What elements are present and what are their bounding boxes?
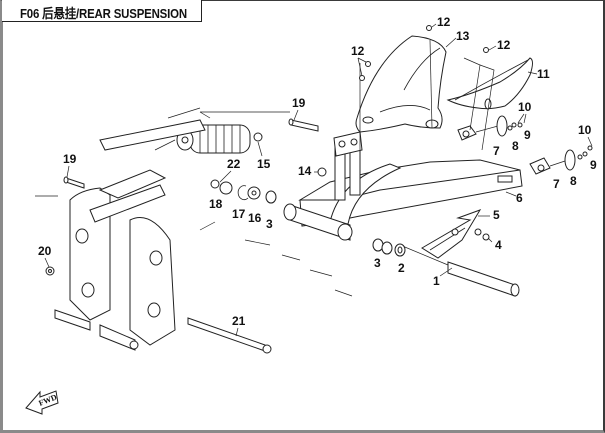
callout-20: 20 bbox=[38, 244, 52, 258]
reference-lines bbox=[35, 39, 495, 297]
rear-mudguard-part bbox=[355, 35, 447, 133]
bolt-19-upper-part bbox=[288, 118, 319, 132]
callout-12c: 12 bbox=[497, 38, 511, 52]
page-title: F06 后悬挂/REAR SUSPENSION bbox=[20, 6, 187, 21]
forward-direction-arrow-icon: FWD bbox=[25, 390, 59, 415]
chain-slider-part bbox=[421, 209, 482, 259]
callouts: 1 2 3 3 4 5 6 7 7 8 8 9 9 10 10 11 12 12… bbox=[38, 15, 597, 337]
callout-18: 18 bbox=[209, 197, 223, 211]
callout-19a: 19 bbox=[292, 96, 306, 110]
callout-2: 2 bbox=[398, 261, 405, 275]
callout-4: 4 bbox=[495, 238, 502, 252]
callout-8a: 8 bbox=[512, 139, 519, 153]
callout-12b: 12 bbox=[437, 15, 451, 29]
bolt-4-part bbox=[474, 228, 490, 241]
pivot-axle-part bbox=[399, 244, 520, 297]
swingarm-part bbox=[283, 131, 523, 241]
callout-16: 16 bbox=[248, 211, 262, 225]
callout-7a: 7 bbox=[493, 144, 500, 158]
chain-adjuster-upper-part bbox=[457, 115, 523, 141]
callout-1: 1 bbox=[433, 274, 440, 288]
frame-bracket-part bbox=[54, 119, 206, 351]
callout-13: 13 bbox=[456, 29, 470, 43]
callout-6: 6 bbox=[516, 191, 523, 205]
callout-19b: 19 bbox=[63, 152, 77, 166]
callout-11: 11 bbox=[537, 67, 550, 81]
callout-7b: 7 bbox=[553, 177, 560, 191]
callout-14: 14 bbox=[298, 164, 312, 178]
callout-9a: 9 bbox=[524, 128, 531, 142]
nut-14-part bbox=[317, 167, 327, 177]
callout-12a: 12 bbox=[351, 44, 365, 58]
callout-17: 17 bbox=[232, 207, 246, 221]
callout-21: 21 bbox=[232, 314, 246, 328]
callout-22: 22 bbox=[227, 157, 241, 171]
bearing-stack-part bbox=[210, 179, 277, 204]
chain-adjuster-lower-part bbox=[529, 145, 593, 175]
bolt-19-left-part bbox=[63, 176, 85, 189]
callout-9b: 9 bbox=[590, 158, 597, 172]
callout-3b: 3 bbox=[266, 217, 273, 231]
screws-12-part bbox=[359, 25, 489, 81]
callout-3a: 3 bbox=[374, 256, 381, 270]
callout-15: 15 bbox=[257, 157, 271, 171]
title-box: F06 后悬挂/REAR SUSPENSION bbox=[2, 0, 202, 22]
callout-10a: 10 bbox=[518, 100, 532, 114]
long-bolt-21-part bbox=[187, 317, 272, 354]
callout-5: 5 bbox=[493, 208, 500, 222]
callout-8b: 8 bbox=[570, 174, 577, 188]
callout-10b: 10 bbox=[578, 123, 592, 137]
bushings-part bbox=[372, 238, 406, 257]
